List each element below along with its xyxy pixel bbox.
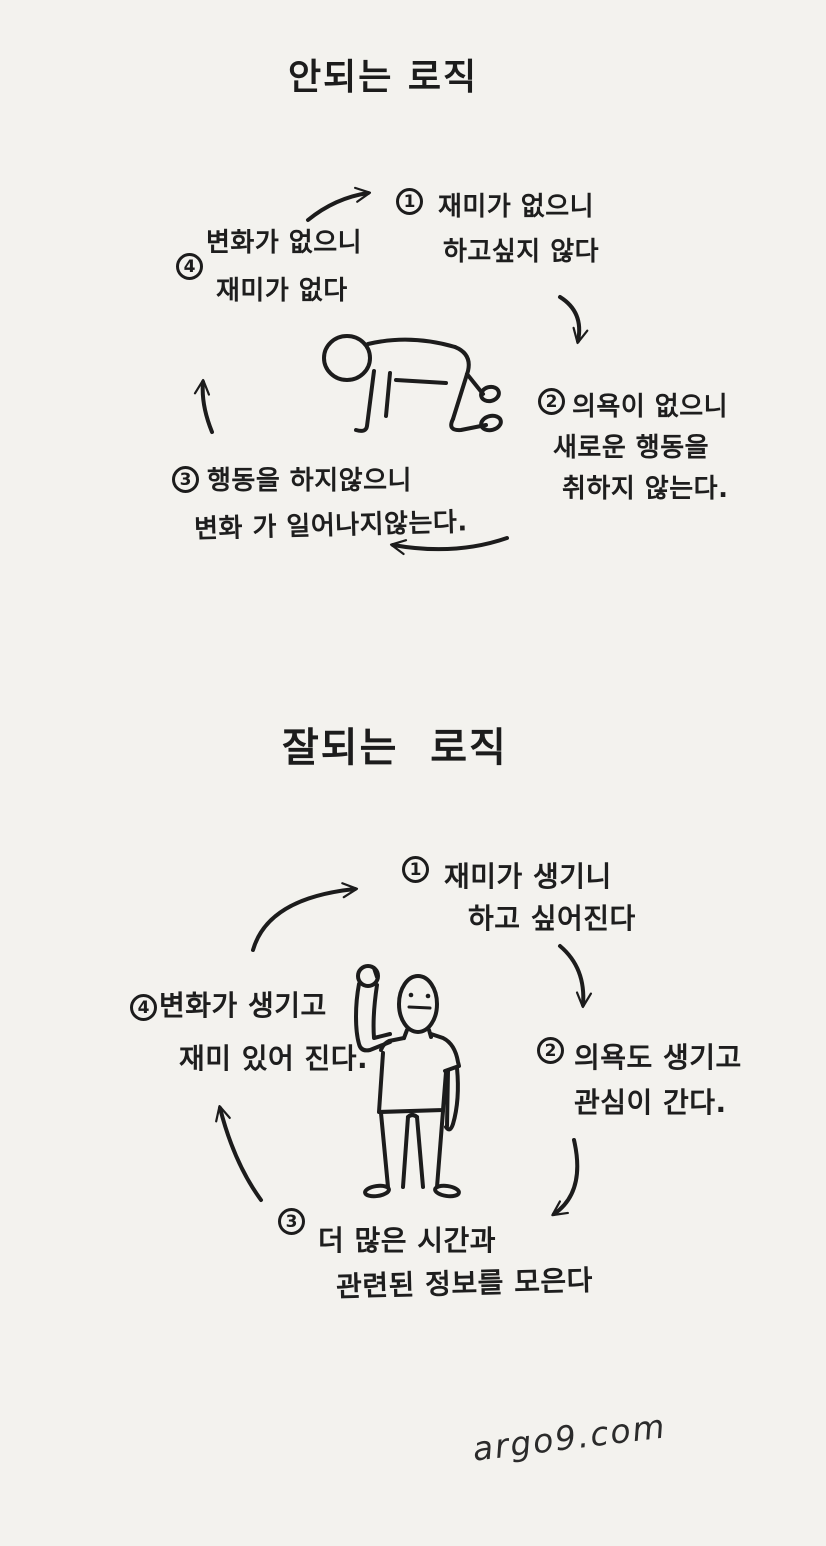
bad-cycle-arrows <box>193 186 589 556</box>
good-step4-line: 재미 있어 진다. <box>179 1042 369 1075</box>
arrow-step3-to-step4 <box>193 378 214 434</box>
bad-cycle-title: 안되는 로직 <box>288 57 479 98</box>
good-step1-line: 하고 싶어진다 <box>468 902 636 935</box>
good-step3-badge: 3 <box>278 1208 305 1235</box>
eye-right <box>425 993 431 999</box>
good-cycle-title: 잘되는 로직 <box>282 725 508 771</box>
arrow-step2-to-step3 <box>389 536 509 556</box>
bad-step2-line: 의욕이 없으니 <box>572 392 729 422</box>
bad-step2-line: 새로운 행동을 <box>553 433 710 463</box>
bad-step2-badge: 2 <box>538 388 565 415</box>
arrow-step3-to-step4 <box>215 1104 263 1202</box>
good-cycle-arrows <box>215 882 593 1217</box>
arrow-step1-to-step2 <box>558 944 593 1009</box>
crawling-person-figure <box>322 334 503 433</box>
standing-person-head <box>397 974 439 1034</box>
arrow-step4-to-step1 <box>306 186 372 222</box>
bad-step2-line: 취하지 않는다. <box>562 474 729 504</box>
good-step2-line: 의욕도 생기고 <box>574 1041 742 1074</box>
crawling-person-head <box>322 334 372 382</box>
bad-step4-badge: 4 <box>176 253 203 280</box>
bad-step4-line: 변화가 없으니 <box>206 228 363 258</box>
bad-step3-badge: 3 <box>172 466 199 493</box>
arrow-step4-to-step1 <box>251 882 359 952</box>
good-step3-line: 더 많은 시간과 <box>318 1224 497 1257</box>
good-step2-line: 관심이 간다. <box>574 1086 727 1119</box>
bad-step4-line: 재미가 없다 <box>216 276 348 306</box>
good-step1-line: 재미가 생기니 <box>444 860 612 893</box>
bad-step3-line: 행동을 하지않으니 <box>207 466 412 496</box>
good-step2-badge: 2 <box>537 1037 564 1064</box>
arrow-step2-to-step3 <box>551 1138 580 1217</box>
good-step1-badge: 1 <box>402 856 429 883</box>
bad-step1-badge: 1 <box>396 188 423 215</box>
bad-step1-line: 재미가 없으니 <box>438 192 595 222</box>
bad-step3-line: 변화 가 일어나지않는다. <box>193 507 469 545</box>
good-step4-badge: 4 <box>130 994 157 1021</box>
eye-left <box>408 992 414 998</box>
arrow-step1-to-step2 <box>558 295 589 345</box>
good-step3-line: 관련된 정보를 모은다 <box>335 1263 594 1304</box>
good-step4-line: 변화가 생기고 <box>159 989 327 1022</box>
mouth <box>407 1005 432 1010</box>
bad-step1-line: 하고싶지 않다 <box>443 237 600 267</box>
standing-person-figure <box>354 964 461 1199</box>
